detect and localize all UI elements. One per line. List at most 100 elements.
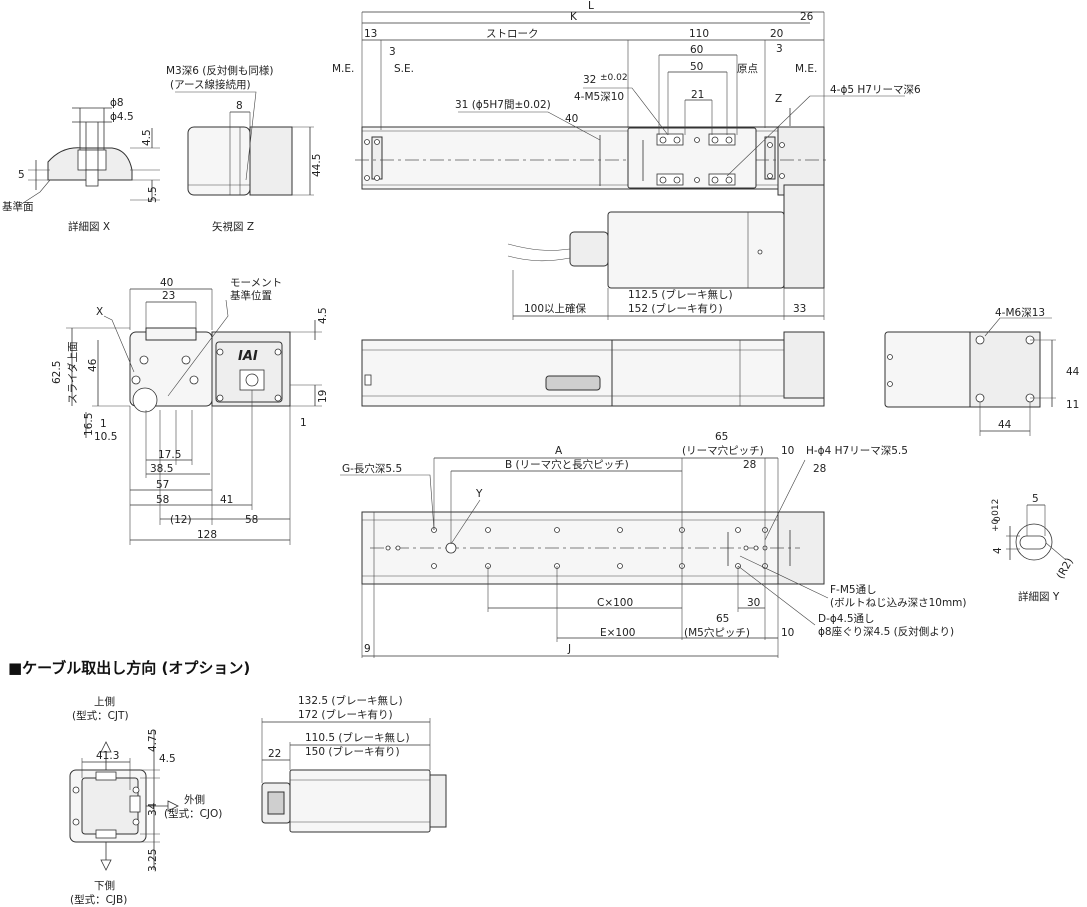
dim-r2: (R2) (1054, 556, 1075, 581)
main-view-labels: L K 26 13 ストローク 110 20 3 3 60 50 21 M.E.… (332, 0, 921, 125)
label-phi5-reamer: 4-ϕ5 H7リーマ深6 (830, 84, 921, 96)
bottom-view (884, 317, 1056, 436)
label-f-depth: (ボルトねじ込み深さ10mm) (830, 597, 967, 609)
base-view (340, 457, 829, 658)
label-y: Y (475, 488, 483, 500)
dim-4-5: 4.5 (141, 129, 153, 146)
detail-x (19, 107, 160, 206)
label-x: X (96, 306, 103, 318)
dim-58-right: 58 (245, 514, 258, 526)
end-view-labels: 40 23 モーメント 基準位置 X 4.5 62.5 スライダ上面 46 16… (51, 277, 329, 541)
dim-50: 50 (690, 61, 703, 73)
dim-B: B (リーマ穴と長穴ピッチ) (505, 458, 629, 471)
dim-58-left: 58 (156, 494, 169, 506)
dim-28-left: 28 (743, 459, 756, 471)
dim-150: 150 (ブレーキ有り) (305, 745, 400, 758)
dim-3-25: 3.25 (147, 849, 159, 872)
dim-112-5: 112.5 (ブレーキ無し) (628, 288, 733, 301)
label-up: 上側 (94, 695, 115, 708)
dim-tol-zero: 0 (993, 516, 1003, 522)
dim-3a: 3 (389, 46, 396, 58)
dim-65-reamer: 65 (715, 431, 728, 443)
dim-phi8: ϕ8 (110, 97, 124, 109)
label-m3: M3深6 (反対側も同様) (166, 64, 273, 77)
dim-9: 9 (364, 643, 371, 655)
dim-19: 19 (317, 390, 329, 403)
view-z (175, 91, 314, 196)
dim-110: 110 (689, 28, 709, 40)
caption-view-z: 矢視図 Z (212, 220, 254, 233)
dim-62-5: 62.5 (51, 361, 63, 384)
dim-110-5: 110.5 (ブレーキ無し) (305, 731, 410, 744)
caption-detail-x: 詳細図 X (68, 220, 110, 233)
dim-phi4-5: ϕ4.5 (110, 111, 134, 123)
cable-side-labels: 132.5 (ブレーキ無し) 172 (ブレーキ有り) 110.5 (ブレーキ無… (268, 694, 410, 760)
dim-38-5: 38.5 (150, 463, 173, 475)
dim-J: J (567, 643, 571, 655)
front-side-view (361, 331, 825, 407)
dim-stroke: ストローク (486, 28, 539, 40)
dim-tol-plus: +0.012 (991, 499, 1001, 532)
dim-4-5-top: 4.5 (317, 307, 329, 324)
dim-32: 32 (583, 74, 596, 86)
dim-L: L (588, 0, 594, 12)
label-z: Z (775, 93, 782, 105)
dim-40: 40 (565, 113, 578, 125)
dim-22: 22 (268, 748, 281, 760)
dim-3b: 3 (776, 43, 783, 55)
dim-128: 128 (197, 529, 217, 541)
label-d-hole: D-ϕ4.5通し (818, 613, 875, 625)
dim-20: 20 (770, 28, 783, 40)
logo-iai: IAI (238, 349, 258, 364)
dim-8: 8 (236, 100, 243, 112)
label-se: S.E. (394, 63, 414, 75)
view-z-labels: M3深6 (反対側も同様) (アース線接続用) 8 44.5 矢視図 Z (166, 64, 323, 233)
dim-28-right: 28 (813, 463, 826, 475)
dim-60: 60 (690, 44, 703, 56)
dim-10-bottom: 10 (781, 627, 794, 639)
dim-33: 33 (793, 303, 806, 315)
main-top-view (355, 11, 905, 196)
detail-x-labels: ϕ8 ϕ4.5 4.5 5 5.5 基準面 詳細図 X (2, 97, 159, 233)
dim-K: K (570, 11, 578, 23)
label-f-m5: F-M5通し (830, 584, 877, 596)
dim-C: C×100 (597, 597, 633, 609)
dim-13: 13 (364, 28, 377, 40)
label-m5-pitch: (M5穴ピッチ) (684, 626, 750, 639)
label-me-right: M.E. (795, 63, 817, 75)
label-me-left: M.E. (332, 63, 354, 75)
dim-4-5-cable: 4.5 (159, 753, 176, 765)
dim-31: 31 (ϕ5H7間±0.02) (455, 99, 551, 111)
end-view (66, 288, 322, 545)
dim-41: 41 (220, 494, 233, 506)
label-d-counterbore: ϕ8座ぐり深4.5 (反対側より) (818, 625, 954, 638)
dim-100: 100以上確保 (524, 302, 587, 315)
label-base-surface: 基準面 (2, 200, 34, 213)
caption-detail-y: 詳細図 Y (1018, 590, 1060, 603)
cable-end-labels: 上側 (型式：CJT) 41.3 4.75 4.5 34 3.25 外側 (型式… (70, 695, 222, 906)
dim-11: 11 (1066, 399, 1079, 411)
dim-5-5: 5.5 (147, 186, 159, 203)
dim-44-vertical: 44 (1066, 366, 1080, 378)
dim-12: (12) (170, 514, 192, 526)
dim-23: 23 (162, 290, 175, 302)
label-slider-top: スライダ上面 (66, 341, 79, 404)
dim-57: 57 (156, 479, 169, 491)
label-h-reamer: H-ϕ4 H7リーマ深5.5 (806, 445, 908, 457)
dim-41-3: 41.3 (96, 750, 119, 762)
dim-10-5: 10.5 (94, 431, 117, 443)
motor-labels: 100以上確保 112.5 (ブレーキ無し) 152 (ブレーキ有り) 33 (524, 288, 806, 315)
base-view-labels: G-長穴深5.5 A B (リーマ穴と長穴ピッチ) 65 (リーマ穴ピッチ) 1… (342, 431, 967, 655)
label-moment: モーメント (230, 277, 282, 289)
label-origin: 原点 (737, 63, 758, 75)
dim-5: 5 (18, 169, 25, 181)
label-out-model: (型式：CJO) (164, 807, 222, 820)
dim-1-left: 1 (100, 418, 107, 430)
dim-30: 30 (747, 597, 760, 609)
label-up-model: (型式：CJT) (72, 709, 129, 722)
dim-26: 26 (800, 11, 814, 23)
dim-65-m5: 65 (716, 613, 729, 625)
dim-46: 46 (87, 358, 99, 372)
dim-132-5: 132.5 (ブレーキ無し) (298, 694, 403, 707)
